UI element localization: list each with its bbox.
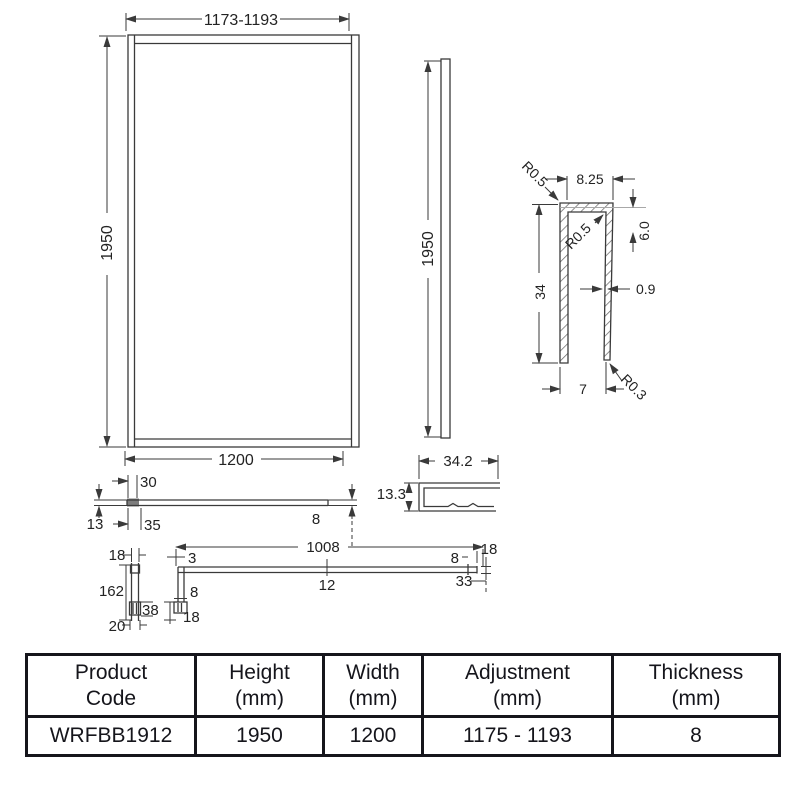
dim-glass-channel-depth: 13 xyxy=(87,516,104,533)
wall-bracket: 18 162 38 20 xyxy=(99,547,159,635)
header-thickness-line2: (mm) xyxy=(671,686,721,710)
dim-bar-length: 1008 xyxy=(306,539,339,556)
dim-bar-leg-foot: 18 xyxy=(183,609,200,626)
dim-glass-channel-outer: 35 xyxy=(144,517,161,534)
header-width-line1: Width xyxy=(346,660,400,684)
header-height: Height (mm) xyxy=(197,656,325,718)
header-product-code-line2: Code xyxy=(85,686,137,710)
dim-section-radius-top-outer: R0.5 xyxy=(519,158,551,190)
header-width-line2: (mm) xyxy=(348,686,398,710)
channel-profile-outline xyxy=(418,482,500,512)
dim-bar-end-offset: 3 xyxy=(188,550,196,567)
header-thickness-line1: Thickness xyxy=(648,660,744,684)
glass-top-view-dimensions: 30 13 35 8 xyxy=(87,474,357,546)
dim-bar-end-width: 8 xyxy=(451,550,459,567)
dim-section-radius-bottom: R0.3 xyxy=(618,371,650,403)
dim-bracket-foot-height: 38 xyxy=(142,602,159,619)
section-detail-dimensions: 8.25 R0.5 R0.5 6.0 34 0.9 7 R0.3 xyxy=(519,158,656,403)
section-detail-profile xyxy=(559,202,646,364)
cell-width: 1200 xyxy=(325,718,424,754)
cell-product-code: WRFBB1912 xyxy=(28,718,197,754)
dim-section-bottom-width: 7 xyxy=(579,381,587,397)
header-height-line2: (mm) xyxy=(235,686,284,710)
dim-bracket-length: 162 xyxy=(99,583,124,600)
dim-channel-height: 13.3 xyxy=(377,486,406,503)
dim-front-width-bottom: 1200 xyxy=(218,452,254,469)
dim-bar-width: 12 xyxy=(319,577,336,594)
spec-table: Product Code Height (mm) Width (mm) Adju… xyxy=(25,653,781,757)
dim-bracket-top-width: 18 xyxy=(109,547,126,564)
spec-table-header-row: Product Code Height (mm) Width (mm) Adju… xyxy=(28,656,778,718)
glass-top-view xyxy=(126,498,329,507)
dim-section-wall-thickness: 0.9 xyxy=(636,281,656,297)
dim-front-width-range: 1173-1193 xyxy=(204,12,278,29)
spec-table-value-row: WRFBB1912 1950 1200 1175 - 1193 8 xyxy=(28,718,778,754)
dim-section-leg-length: 34 xyxy=(532,284,548,300)
front-view-dimensions: 1173-1193 1950 1200 xyxy=(99,12,350,469)
header-product-code: Product Code xyxy=(28,656,197,718)
header-adjustment-line2: (mm) xyxy=(493,686,542,710)
cell-adjustment: 1175 - 1193 xyxy=(424,718,614,754)
dim-channel-width: 34.2 xyxy=(443,453,472,470)
header-height-line1: Height xyxy=(229,660,290,684)
dim-section-top-width: 8.25 xyxy=(576,171,603,187)
support-bar: 1008 3 8 18 12 8 18 xyxy=(164,539,497,626)
header-width: Width (mm) xyxy=(325,656,424,718)
front-view-outline xyxy=(127,34,360,448)
header-thickness: Thickness (mm) xyxy=(614,656,778,718)
dim-glass-thickness: 8 xyxy=(312,511,320,528)
cell-thickness: 8 xyxy=(690,724,702,747)
cell-height: 1950 xyxy=(197,718,325,754)
side-view-dimensions: 1950 xyxy=(420,60,441,438)
side-view-outline xyxy=(440,58,451,439)
dim-front-height: 1950 xyxy=(99,225,116,261)
header-adjustment-line1: Adjustment xyxy=(464,660,571,684)
dim-bar-end-offset-right: 33 xyxy=(456,573,473,590)
dimension-drawing: 1173-1193 1950 1200 1950 34.2 xyxy=(87,12,656,635)
dim-bar-leg-width: 8 xyxy=(190,584,198,601)
header-product-code-line1: Product xyxy=(74,660,148,684)
dim-bar-end-height: 18 xyxy=(481,541,498,558)
dim-section-glazing-depth: 6.0 xyxy=(636,221,652,241)
channel-profile-dimensions: 34.2 13.3 xyxy=(377,453,499,512)
dim-side-height: 1950 xyxy=(420,231,437,267)
dim-bracket-foot-width: 20 xyxy=(109,618,126,635)
dim-glass-channel-inner: 30 xyxy=(140,474,157,491)
header-adjustment: Adjustment (mm) xyxy=(424,656,614,718)
